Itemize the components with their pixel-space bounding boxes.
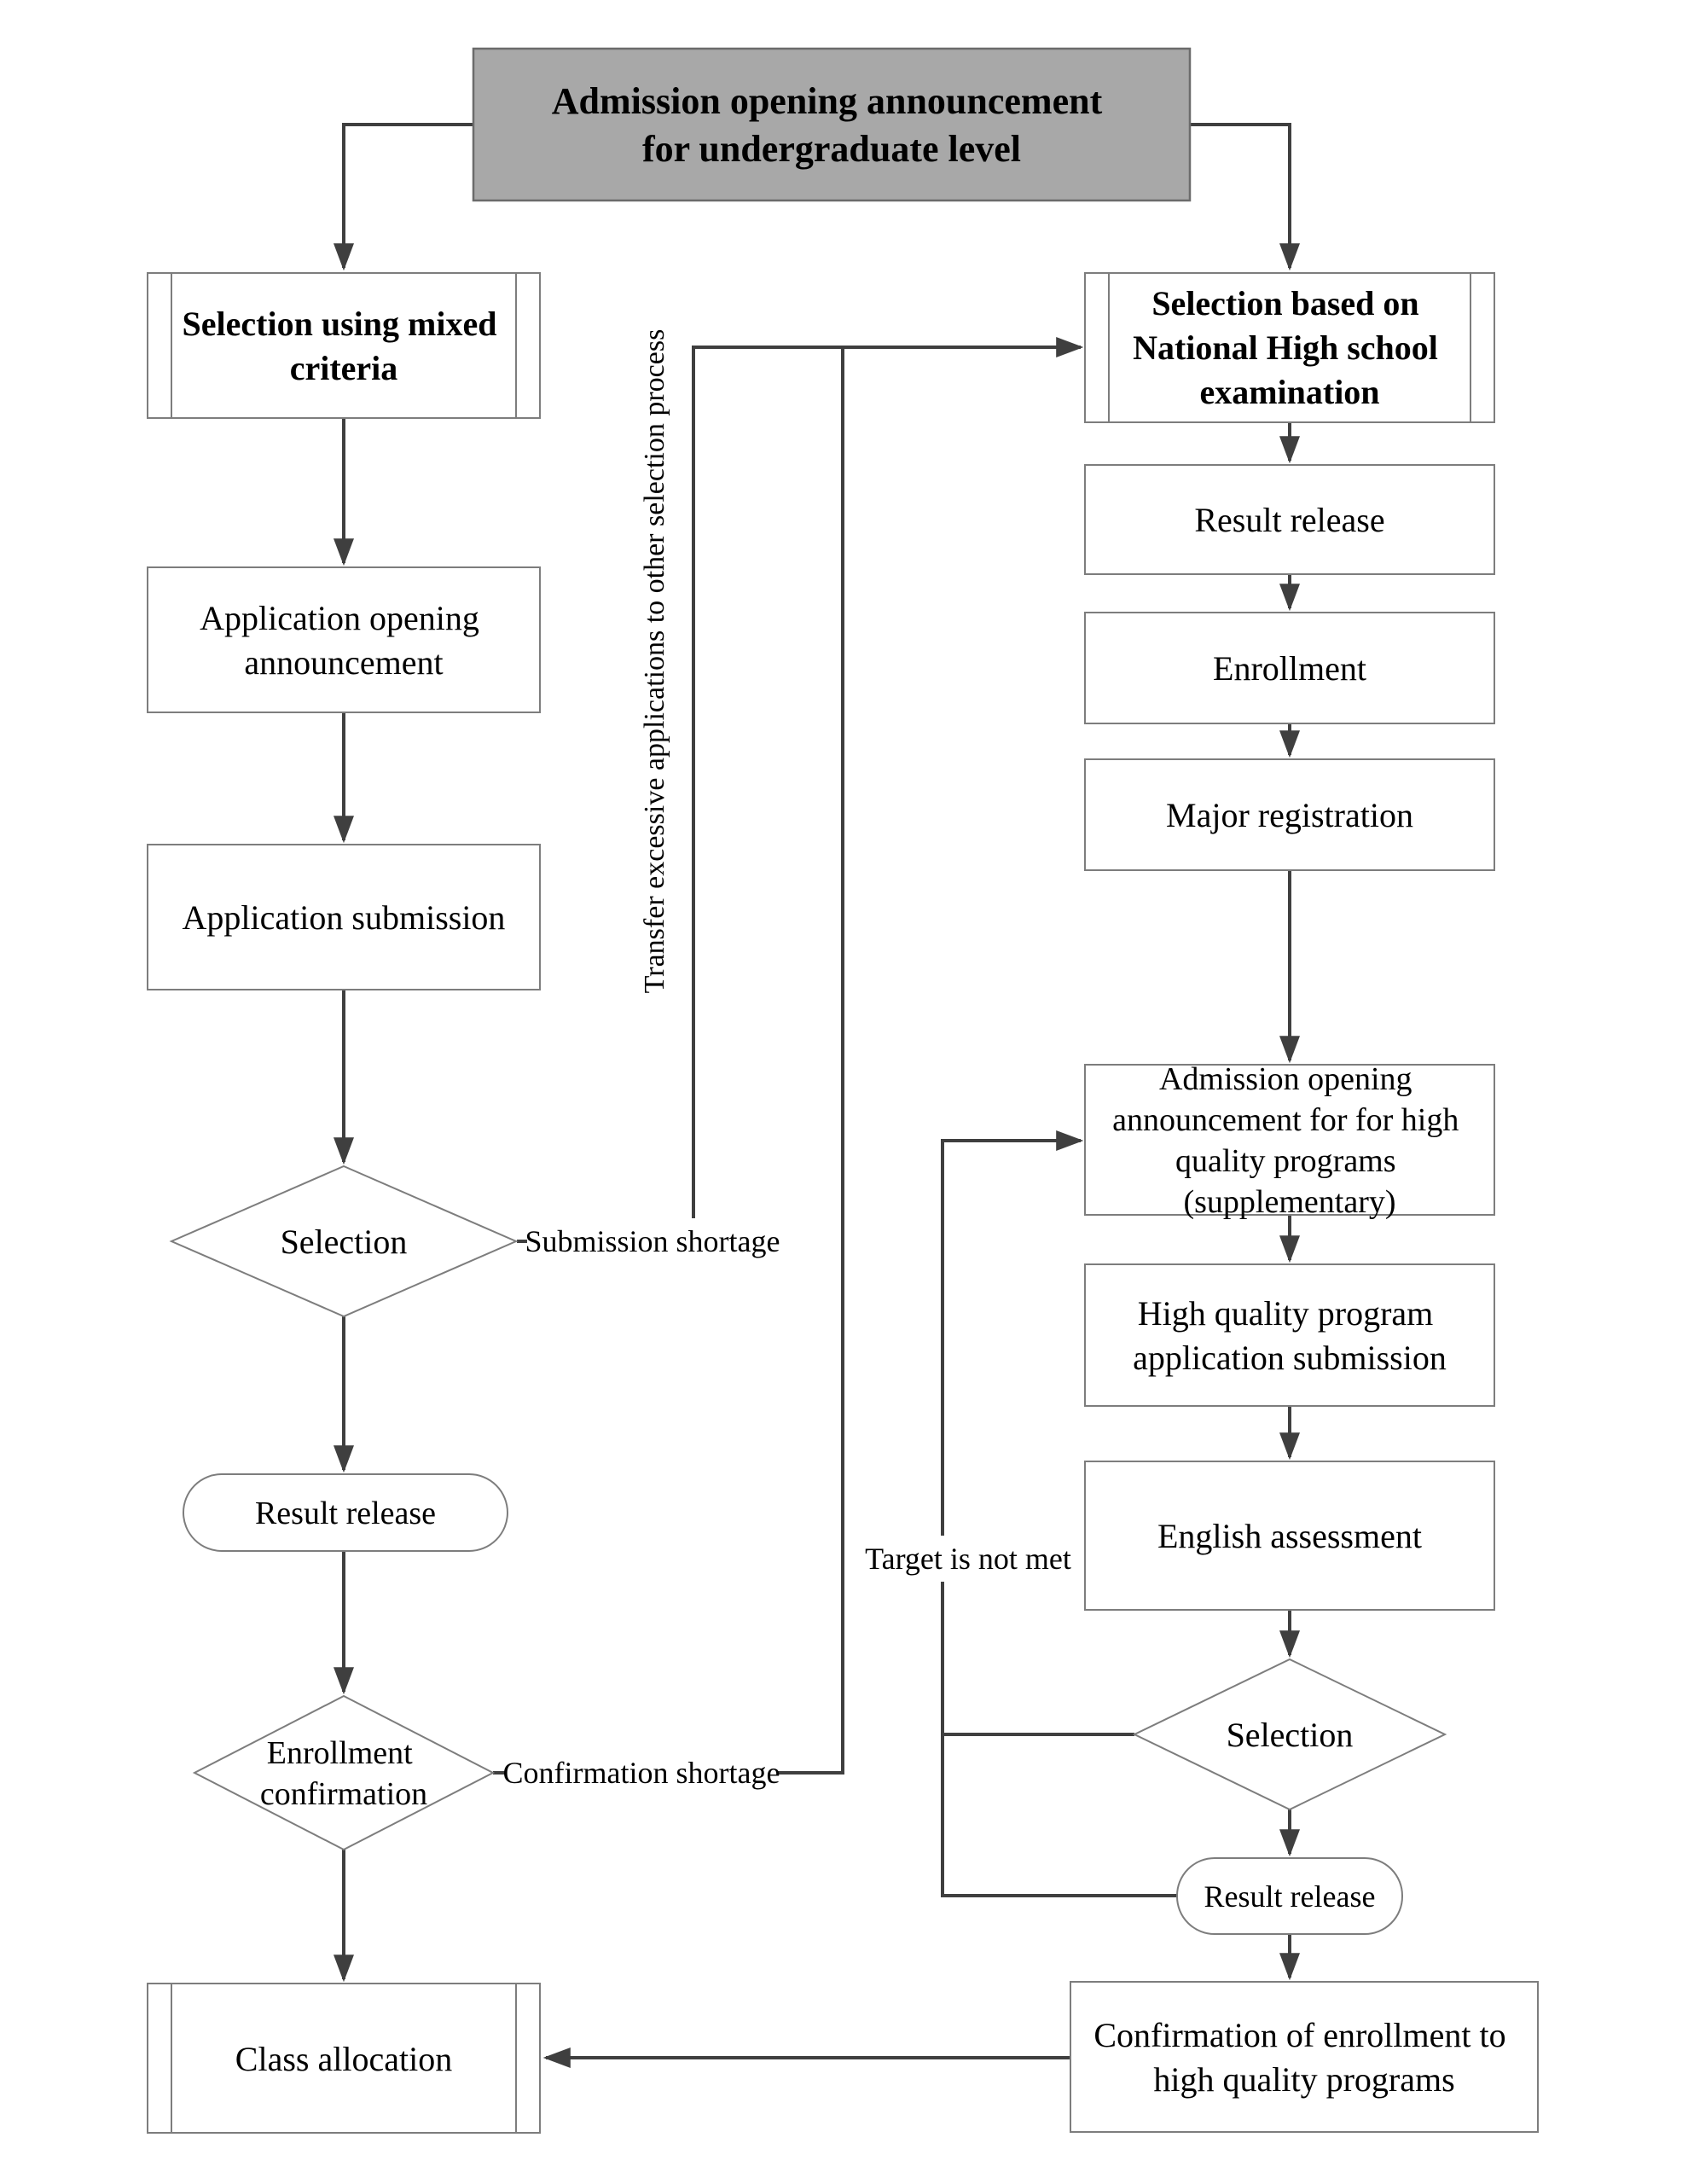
- node-title: Admission opening announcement for under…: [472, 47, 1192, 202]
- mixed-criteria-text: Selection using mixed criteria: [183, 305, 506, 387]
- node-application-submission: Application submission: [147, 844, 541, 990]
- node-supplementary-announcement: Admission opening announcement for for h…: [1084, 1061, 1495, 1220]
- node-selection-right: Selection: [1132, 1658, 1447, 1811]
- node-result-release-bottom: Result release: [1176, 1857, 1403, 1935]
- supplementary-announcement-text: Admission opening announcement for for h…: [1112, 1061, 1467, 1220]
- node-selection-left: Selection: [169, 1165, 519, 1318]
- result-release-right-text: Result release: [1194, 501, 1384, 539]
- application-submission-text: Application submission: [183, 898, 506, 937]
- english-assessment-text: English assessment: [1157, 1517, 1422, 1555]
- node-hq-application-submission: High quality program application submiss…: [1084, 1263, 1495, 1407]
- edge-target-not-met-loop: [941, 1130, 1177, 1897]
- connectors: [334, 123, 1300, 2068]
- node-confirmation-enrollment: Confirmation of enrollment to high quali…: [1070, 1981, 1539, 2133]
- node-national-exam: Selection based on National High school …: [1084, 272, 1495, 423]
- application-opening-text: Application opening announcement: [200, 599, 488, 682]
- node-english-assessment: English assessment: [1084, 1461, 1495, 1611]
- node-major-registration: Major registration: [1084, 758, 1495, 871]
- selection-left-text: Selection: [281, 1223, 408, 1261]
- node-result-release-right: Result release: [1084, 464, 1495, 575]
- class-allocation-text: Class allocation: [235, 2040, 452, 2078]
- selection-right-text: Selection: [1227, 1716, 1354, 1754]
- enrollment-confirmation-text: Enrollment confirmation: [260, 1735, 427, 1812]
- node-mixed-criteria: Selection using mixed criteria: [147, 272, 541, 419]
- result-release-left-text: Result release: [255, 1496, 436, 1531]
- node-enrollment-confirmation: Enrollment confirmation: [192, 1694, 496, 1851]
- edge-labels: Submission shortage Confirmation shortag…: [503, 329, 1071, 1796]
- label-target-not-met: Target is not met: [865, 1542, 1071, 1576]
- hq-application-submission-text: High quality program application submiss…: [1133, 1294, 1447, 1377]
- major-registration-text: Major registration: [1166, 796, 1413, 834]
- enrollment-text: Enrollment: [1213, 649, 1366, 688]
- result-release-bottom-text: Result release: [1204, 1879, 1376, 1914]
- node-enrollment: Enrollment: [1084, 612, 1495, 724]
- label-transfer-excessive: Transfer excessive applications to other…: [639, 329, 670, 994]
- node-class-allocation: Class allocation: [147, 1983, 541, 2134]
- national-exam-text: Selection based on National High school …: [1133, 284, 1447, 411]
- confirmation-enrollment-text: Confirmation of enrollment to high quali…: [1093, 2016, 1514, 2099]
- node-result-release-left: Result release: [183, 1473, 508, 1552]
- label-submission-shortage: Submission shortage: [525, 1224, 780, 1258]
- node-application-opening: Application opening announcement: [147, 566, 541, 713]
- label-confirmation-shortage: Confirmation shortage: [503, 1756, 780, 1790]
- edge-title-to-mixed: [334, 123, 473, 271]
- edge-title-to-national: [1190, 123, 1300, 271]
- title-text: Admission opening announcement for under…: [552, 80, 1111, 170]
- edge-submission-shortage: [517, 337, 1084, 1243]
